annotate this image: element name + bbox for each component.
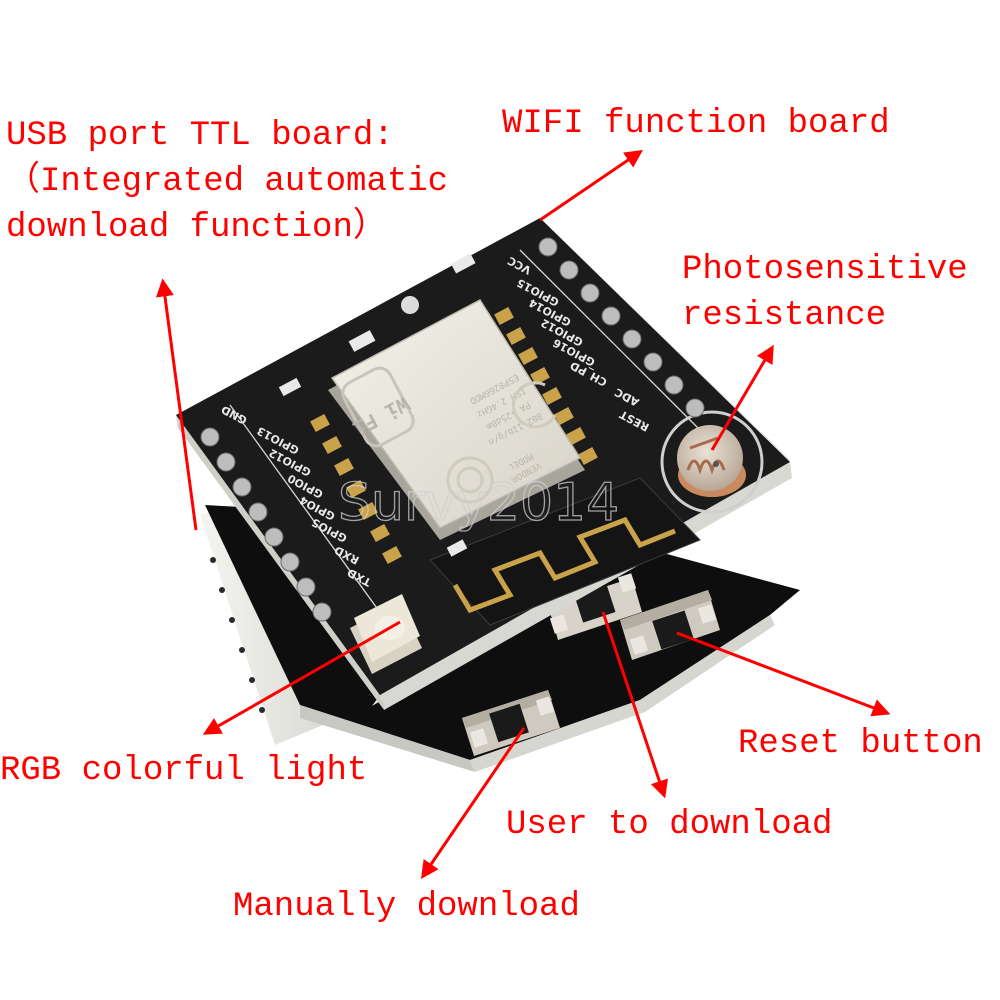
label-photosensitive-line2: resistance xyxy=(682,297,887,335)
label-photosensitive-line1: Photosensitive xyxy=(682,251,968,289)
antenna-area xyxy=(429,477,701,626)
arrow-rgb-light xyxy=(202,620,401,735)
wifi-logo-icon xyxy=(341,366,415,448)
label-reset-button: Reset button xyxy=(738,725,983,763)
lower-header-holes xyxy=(210,557,265,713)
manual-download-switch[interactable] xyxy=(462,690,560,756)
arrow-wifi-board xyxy=(539,149,643,222)
fcc-logo-icon xyxy=(512,381,557,429)
reset-switch[interactable] xyxy=(620,590,720,660)
pcb-antenna-trace xyxy=(452,516,676,614)
arrow-photoresistor xyxy=(710,344,774,451)
smd-component xyxy=(348,330,376,352)
label-usb-board-line1: USB port TTL board: xyxy=(6,117,394,155)
right-header-pins xyxy=(538,237,705,418)
arrow-reset-button xyxy=(676,631,891,717)
label-usb-board-line2: （Integrated automatic xyxy=(6,163,449,201)
watermark: Survy2014 xyxy=(338,473,619,533)
esp8266-module: Wi Fi 802.11b/g/n PA +25dBm ISM 2.4GHz E… xyxy=(328,299,585,540)
smd-component xyxy=(446,539,468,557)
label-wifi-board: WIFI function board xyxy=(502,105,890,143)
wifi-board: Wi Fi 802.11b/g/n PA +25dBm ISM 2.4GHz E… xyxy=(176,218,792,710)
arrow-manual-download xyxy=(420,727,526,879)
left-header-pins xyxy=(200,427,332,622)
label-usb-board-line3: download function） xyxy=(6,209,387,247)
smd-component xyxy=(278,377,302,397)
arrow-usb-board xyxy=(155,278,198,531)
photoresistor xyxy=(660,410,764,514)
mount-hole xyxy=(401,296,419,314)
label-rgb-light: RGB colorful light xyxy=(0,752,368,790)
arrow-user-download xyxy=(601,611,668,799)
annotation-arrows xyxy=(155,149,891,879)
label-user-download: User to download xyxy=(506,806,833,844)
lower-pcb-edge xyxy=(470,615,775,772)
smd-component xyxy=(450,253,476,274)
espressif-logo-icon xyxy=(446,456,494,504)
right-gold-pads xyxy=(494,306,598,466)
label-manual-download: Manually download xyxy=(233,888,580,926)
left-gold-pads xyxy=(310,413,402,565)
